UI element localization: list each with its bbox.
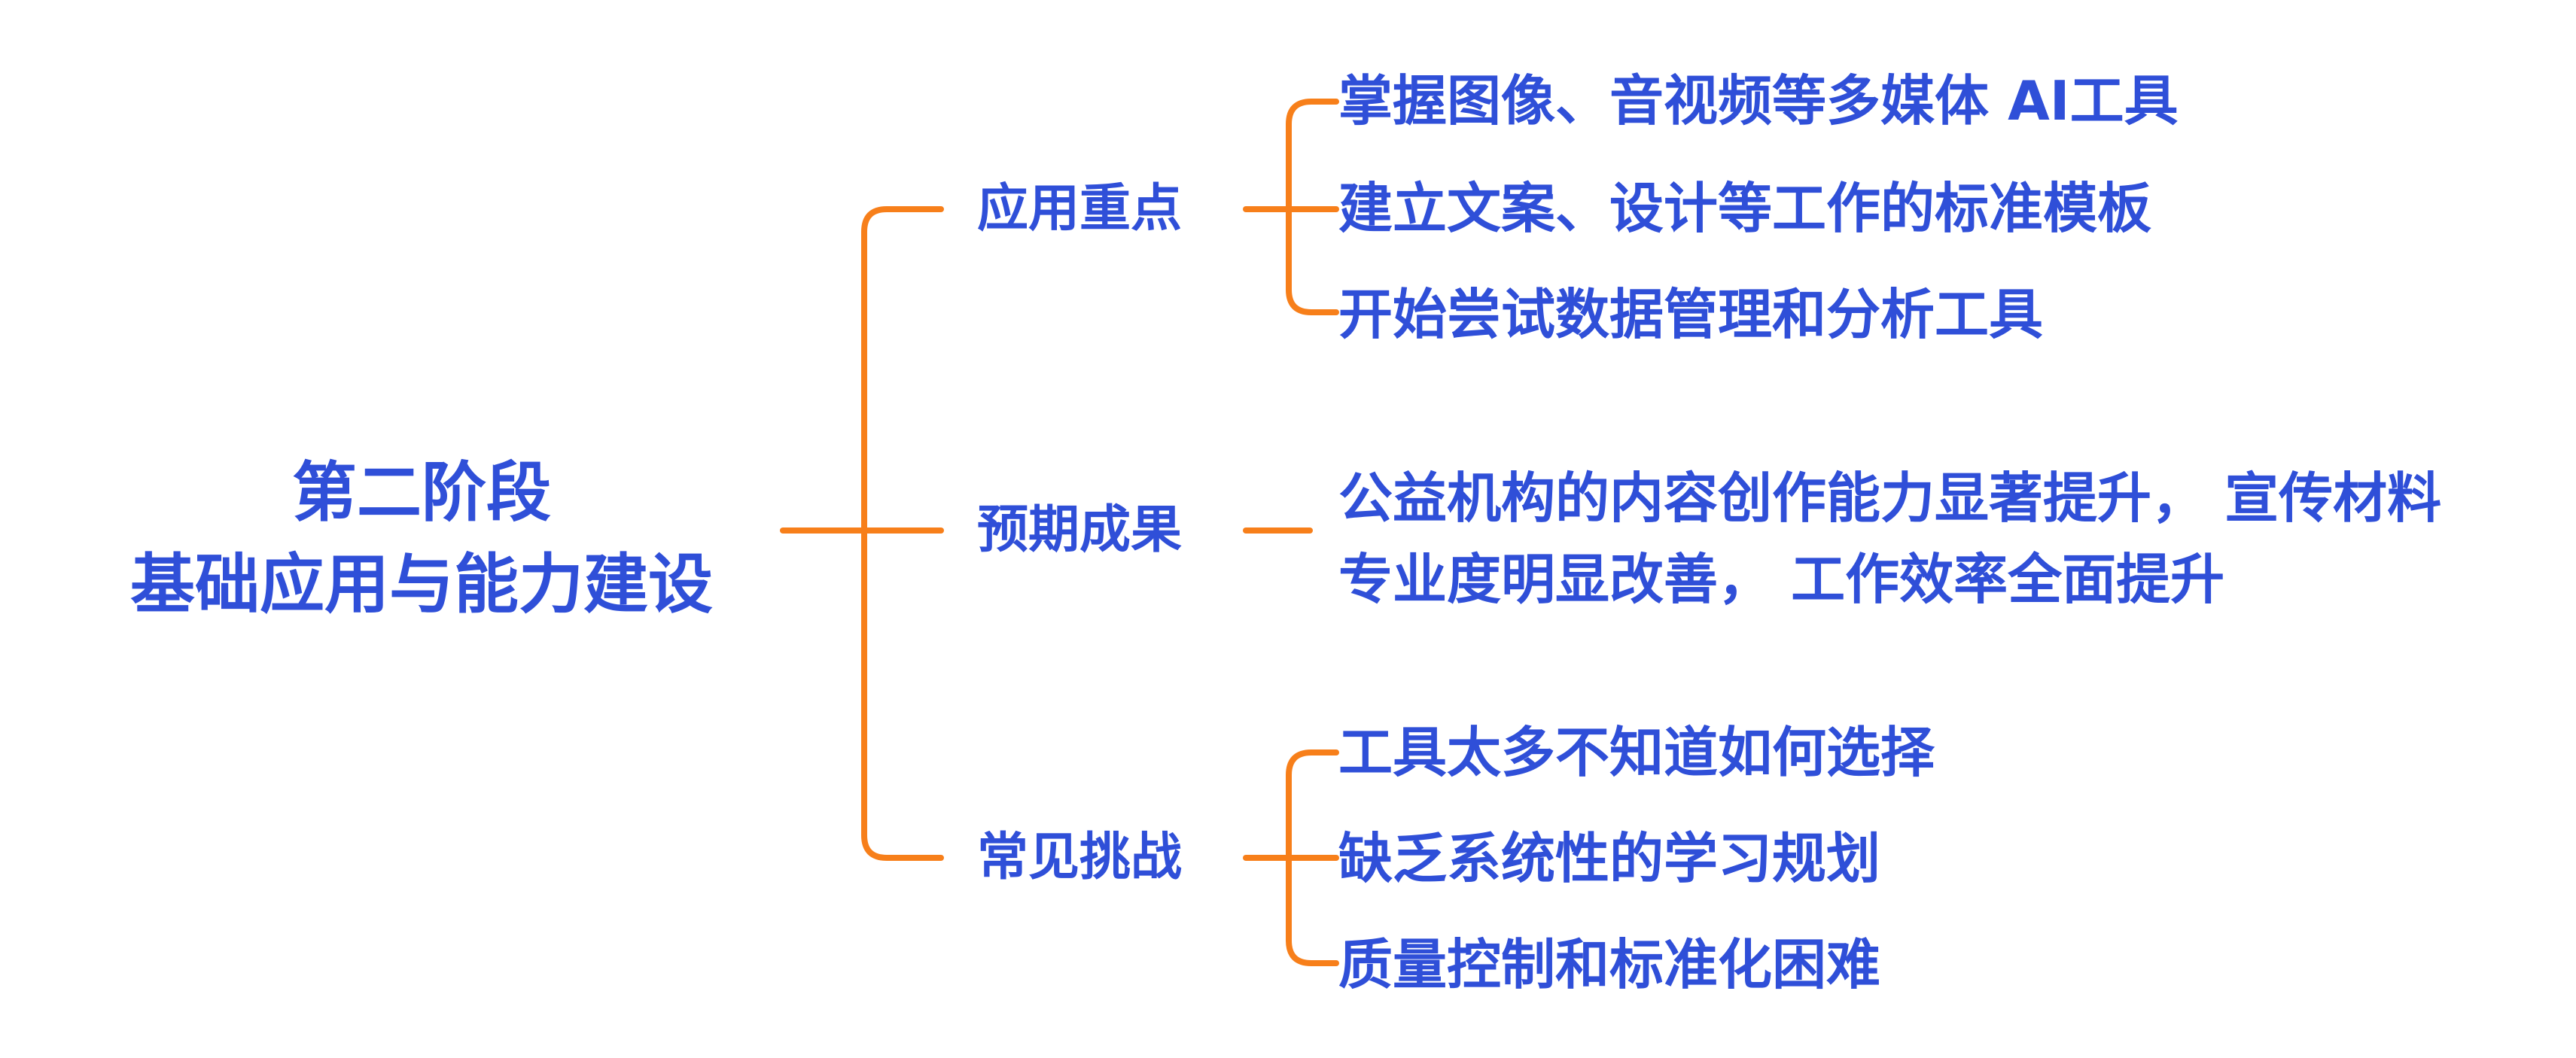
leaf-item: 缺乏系统性的学习规划 [1338, 827, 1881, 890]
leaf-item: 质量控制和标准化困难 [1338, 933, 1881, 996]
branch-label-common-challenges: 常见挑战 [977, 828, 1183, 887]
branch-label-application-focus: 应用重点 [977, 179, 1183, 239]
leaf-item: 掌握图像、音视频等多媒体 AI工具 [1338, 69, 2179, 132]
branch-label-expected-results: 预期成果 [977, 500, 1183, 560]
leaf-item: 公益机构的内容创作能力显著提升， 宣传材料 [1338, 467, 2442, 530]
root-title-line1: 第二阶段 [292, 455, 551, 531]
leaf-item: 开始尝试数据管理和分析工具 [1338, 283, 2044, 346]
leaf-item: 建立文案、设计等工作的标准模板 [1338, 177, 2152, 240]
root-title-line2: 基础应用与能力建设 [130, 547, 713, 622]
leaf-item: 工具太多不知道如何选择 [1338, 721, 1935, 784]
leaf-item: 专业度明显改善， 工作效率全面提升 [1338, 548, 2225, 611]
